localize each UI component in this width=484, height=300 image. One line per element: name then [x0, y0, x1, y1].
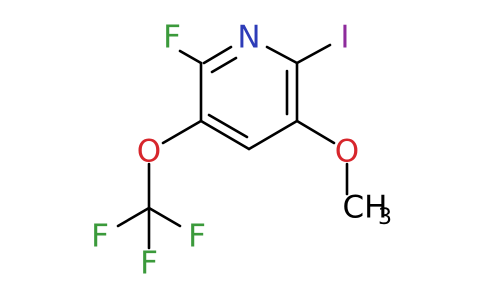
fluorine-atom-label: F — [163, 20, 181, 56]
bond-c4-c3-inner — [207, 113, 249, 139]
bond-c5-c4 — [247, 119, 299, 151]
bond-c5-o — [295, 119, 336, 145]
cf3-fluorine-bottom-label: F — [140, 246, 158, 282]
cf3-fluorine-right-label: F — [188, 219, 206, 255]
bond-n1-c6 — [265, 45, 299, 65]
bond-cf3-f-right — [147, 206, 182, 228]
methyl-carbon-label: CH — [343, 190, 388, 226]
bond-c2-n1 — [202, 45, 233, 65]
cf3-fluorine-left-label: F — [91, 219, 109, 255]
bond-c3-o — [161, 119, 203, 145]
bond-c4-c3 — [199, 119, 251, 151]
bond-c2-n1-inner — [210, 56, 238, 74]
nitrogen-atom-label: N — [237, 20, 260, 56]
oxygen-atom-label-right: O — [335, 134, 359, 170]
iodine-atom-label: I — [340, 20, 349, 56]
methyl-subscript-label: 3 — [378, 205, 392, 230]
bond-c2-f — [178, 49, 203, 65]
bond-c6-i — [295, 43, 332, 65]
bond-cf3-f-left — [116, 206, 151, 228]
oxygen-atom-label-left: O — [137, 134, 161, 170]
